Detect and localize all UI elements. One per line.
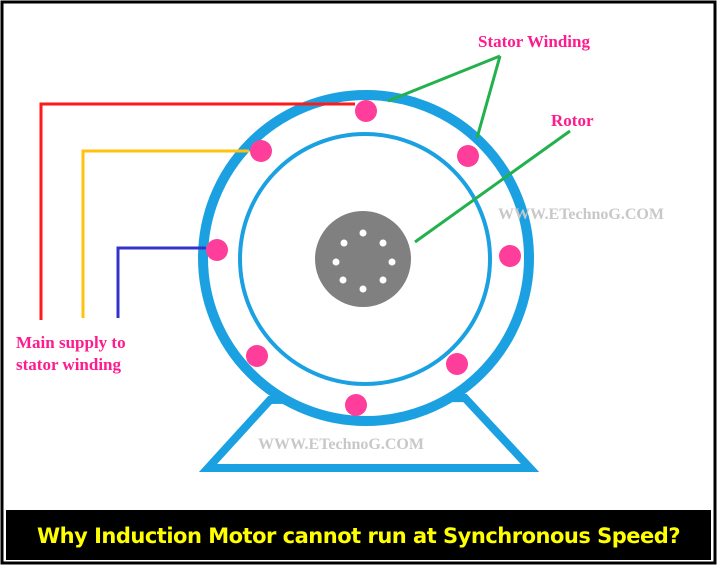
stator-winding-label: Stator Winding (478, 32, 590, 51)
watermark-bottom: WWW.ETechnoG.COM (258, 436, 424, 453)
main-supply-line2: stator winding (16, 355, 122, 374)
main-supply-line1: Main supply to (16, 333, 126, 352)
main-supply-label: Main supply to stator winding (16, 332, 126, 376)
rotor-bars (332, 229, 396, 293)
rotor (315, 211, 411, 307)
red-supply-wire (39, 102, 355, 320)
watermark-right: WWW.ETechnoG.COM (498, 206, 664, 223)
stator-winding-coils (206, 100, 521, 416)
yellow-supply-wire (81, 149, 249, 318)
title-banner: Why Induction Motor cannot run at Synchr… (6, 510, 711, 560)
blue-supply-wire (116, 246, 206, 318)
stator-inner-ring (238, 132, 492, 386)
rotor-label: Rotor (551, 111, 594, 130)
pointer-lines (387, 54, 571, 244)
